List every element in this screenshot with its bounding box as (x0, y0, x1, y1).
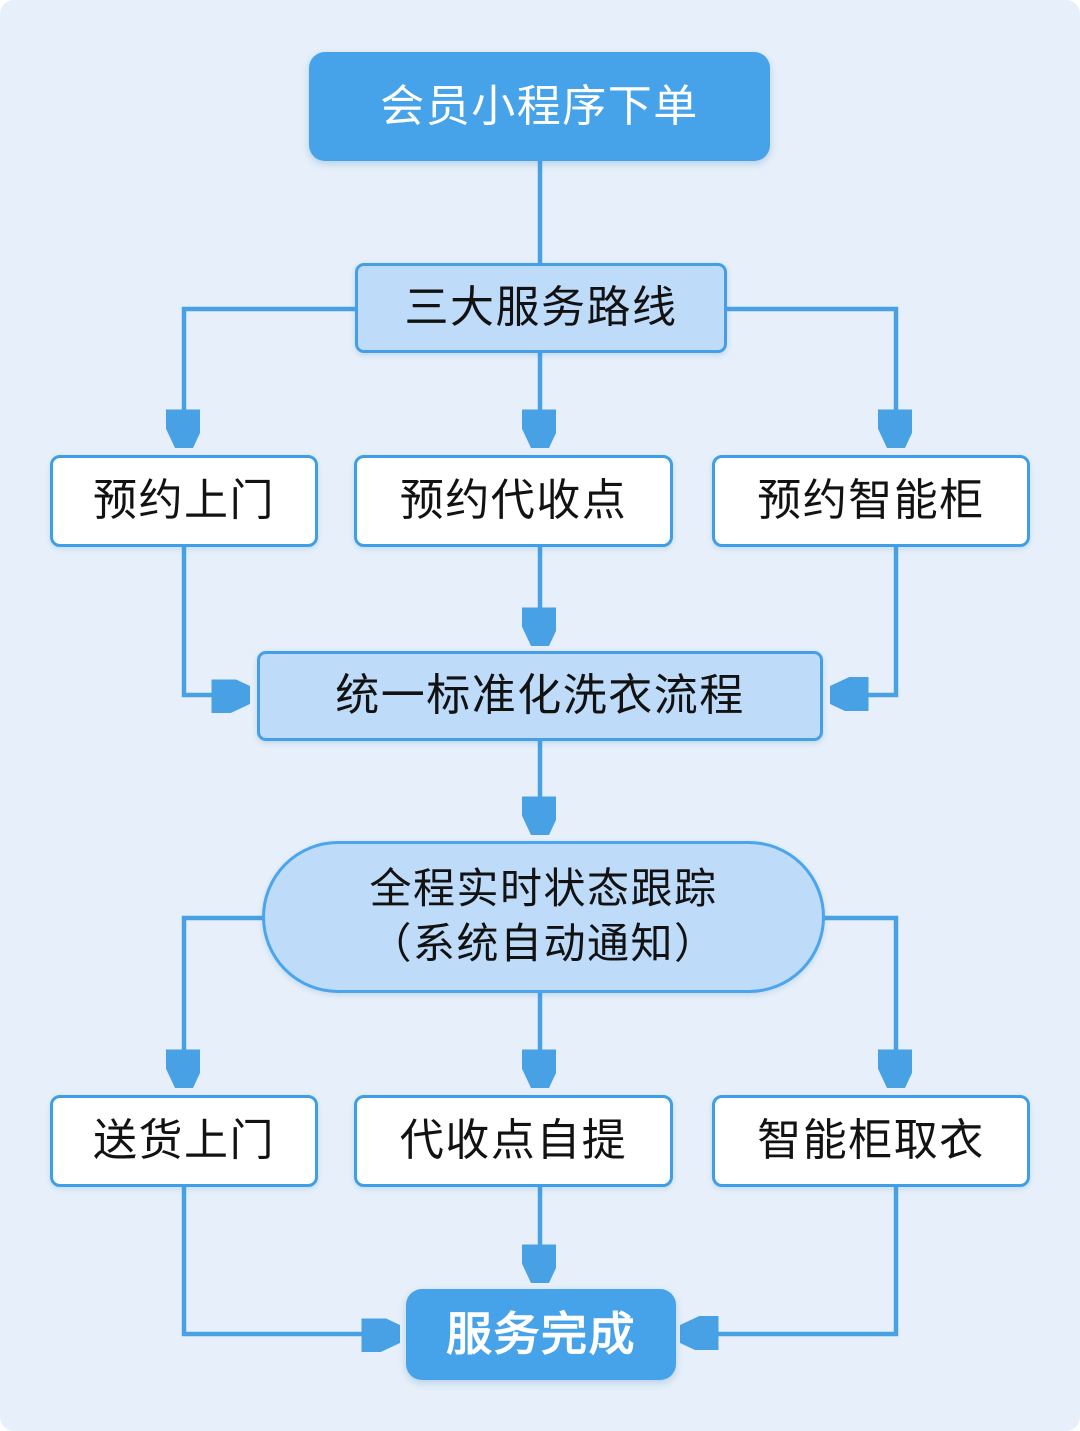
node-collection-point-pickup-label: 代收点自提 (399, 1116, 628, 1166)
node-standard-laundry-process: 统一标准化洗衣流程 (257, 651, 823, 741)
node-standard-laundry-process-label: 统一标准化洗衣流程 (335, 671, 745, 721)
node-service-routes: 三大服务路线 (355, 263, 727, 353)
node-book-smart-locker-label: 预约智能柜 (757, 476, 985, 526)
node-book-home-visit-label: 预约上门 (93, 476, 275, 526)
connector-locker-to-process (836, 547, 899, 695)
connector-tracking-to-pickup-locker (821, 915, 896, 1082)
node-book-smart-locker: 预约智能柜 (712, 455, 1030, 547)
node-service-complete: 服务完成 (406, 1289, 676, 1380)
node-book-collection-point: 预约代收点 (354, 455, 673, 547)
node-smart-locker-pickup-label: 智能柜取衣 (757, 1116, 985, 1166)
node-home-delivery: 送货上门 (50, 1095, 318, 1187)
connector-routes-to-locker (723, 306, 896, 442)
connector-tracking-to-delivery (184, 915, 266, 1082)
node-realtime-tracking: 全程实时状态跟踪 （系统自动通知） (262, 841, 825, 993)
node-member-order: 会员小程序下单 (309, 52, 770, 161)
node-book-collection-point-label: 预约代收点 (399, 476, 628, 526)
connector-pickup-locker-to-complete (686, 1187, 899, 1334)
node-smart-locker-pickup: 智能柜取衣 (712, 1095, 1030, 1187)
node-realtime-tracking-line1: 全程实时状态跟踪 (369, 865, 718, 913)
node-realtime-tracking-line2: （系统自动通知） (369, 920, 718, 967)
node-book-home-visit: 预约上门 (50, 455, 318, 547)
connector-routes-to-home (184, 306, 357, 442)
node-collection-point-pickup: 代收点自提 (354, 1095, 673, 1187)
connector-delivery-to-complete (181, 1187, 394, 1334)
node-member-order-label: 会员小程序下单 (380, 81, 699, 131)
connector-home-to-process (181, 547, 244, 695)
node-service-routes-label: 三大服务路线 (404, 283, 678, 333)
node-home-delivery-label: 送货上门 (93, 1116, 275, 1166)
node-service-complete-label: 服务完成 (446, 1307, 636, 1360)
